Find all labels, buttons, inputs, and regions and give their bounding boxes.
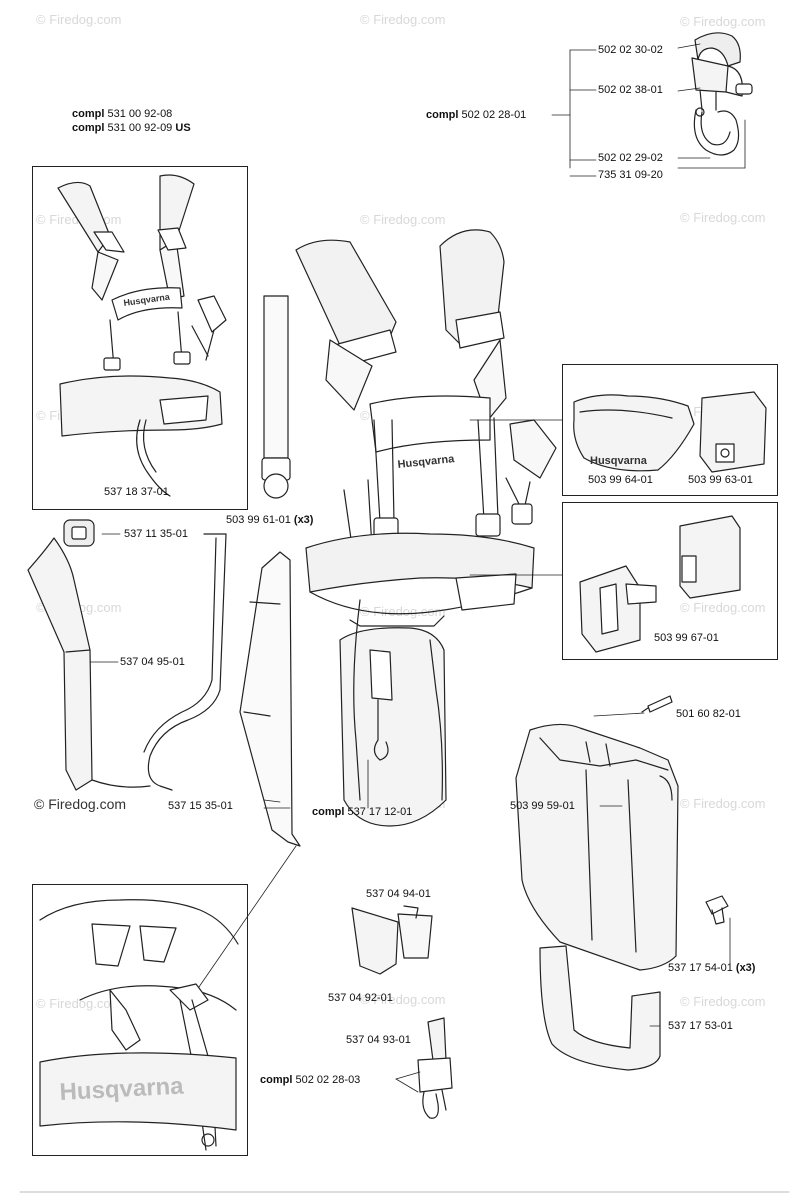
watermark: © Firedog.com <box>680 600 766 615</box>
part-label: 735 31 09-20 <box>598 169 663 181</box>
hook-assembly-drawing <box>691 32 753 156</box>
bracket-537-17-53-01-drawing <box>539 945 661 1071</box>
main-harness-drawing <box>295 229 557 827</box>
part-label: 503 99 67-01 <box>654 632 719 644</box>
part-label: 537 04 93-01 <box>346 1034 411 1046</box>
bolt-537-17-54-01-drawing <box>705 895 729 925</box>
watermark: © Firedog.com <box>34 796 127 812</box>
part-label: 537 11 35-01 <box>124 528 189 540</box>
watermark: © Firedog.com <box>360 604 446 619</box>
buckle-503-99-64-01-drawing <box>573 394 695 472</box>
strap-503-99-61-01-drawing <box>261 295 291 499</box>
harness-kit-box <box>32 166 248 510</box>
part-label: 537 04 92-01 <box>328 992 393 1004</box>
part-label: 503 99 59-01 <box>510 800 575 812</box>
part-label: 502 02 30-02 <box>598 44 663 56</box>
part-label: 503 99 63-01 <box>688 474 753 486</box>
clip-537-04-94-01-drawing <box>351 905 433 975</box>
part-label: 537 18 37-01 <box>104 486 169 498</box>
part-label-compl: compl 502 02 28-01 <box>426 109 527 121</box>
watermark: © Firedog.com <box>360 992 446 1007</box>
case-503-99-59-01-drawing <box>515 723 679 971</box>
part-label: 537 04 95-01 <box>120 656 185 668</box>
watermark: © Firedog.com <box>680 14 766 29</box>
hip-buckle-503-99-67-01-drawing <box>579 515 741 653</box>
harness-detail-box <box>32 884 248 1156</box>
watermark: © Firedog.com <box>680 994 766 1009</box>
buckle-503-99-63-01-drawing <box>699 391 767 473</box>
strap-537-15-35-01-drawing <box>239 551 301 847</box>
part-label: 537 17 53-01 <box>668 1020 733 1032</box>
watermark: © Firedog.com <box>360 212 446 227</box>
kit-label-2: compl 531 00 92-09 US <box>72 122 191 134</box>
part-label: 502 02 38-01 <box>598 84 663 96</box>
watermark: © Firedog.com <box>36 12 122 27</box>
watermark: © Firedog.com <box>36 996 122 1011</box>
part-label-compl: compl 502 02 28-03 <box>260 1074 361 1086</box>
watermark: © Firedog.com <box>680 210 766 225</box>
part-label: 537 17 54-01 (x3) <box>668 962 756 974</box>
buckle-detail-box <box>562 364 778 496</box>
belt-strap-drawing <box>91 533 227 791</box>
part-label: 503 99 64-01 <box>588 474 653 486</box>
part-label: 537 04 94-01 <box>366 888 431 900</box>
hip-buckle-detail-box <box>562 502 778 660</box>
kit-label-1: compl 531 00 92-08 <box>72 108 173 120</box>
pin-501-60-82-01-drawing <box>641 695 673 713</box>
hook-502-02-28-03-drawing <box>417 1017 453 1119</box>
pad-537-04-95-01-drawing <box>27 537 93 791</box>
part-label: 502 02 29-02 <box>598 152 663 164</box>
watermark: © Firedog.com <box>680 796 766 811</box>
harness-detail-drawing <box>39 899 239 1151</box>
watermark: © Firedog.com <box>360 12 446 27</box>
buckle-537-11-35-01-drawing <box>63 519 95 547</box>
part-label-compl: compl 537 17 12-01 <box>312 806 413 818</box>
harness-kit-drawing <box>57 174 227 497</box>
part-label: 537 15 35-01 <box>168 800 233 812</box>
part-label: 501 60 82-01 <box>676 708 741 720</box>
part-label: 503 99 61-01 (x3) <box>226 514 314 526</box>
